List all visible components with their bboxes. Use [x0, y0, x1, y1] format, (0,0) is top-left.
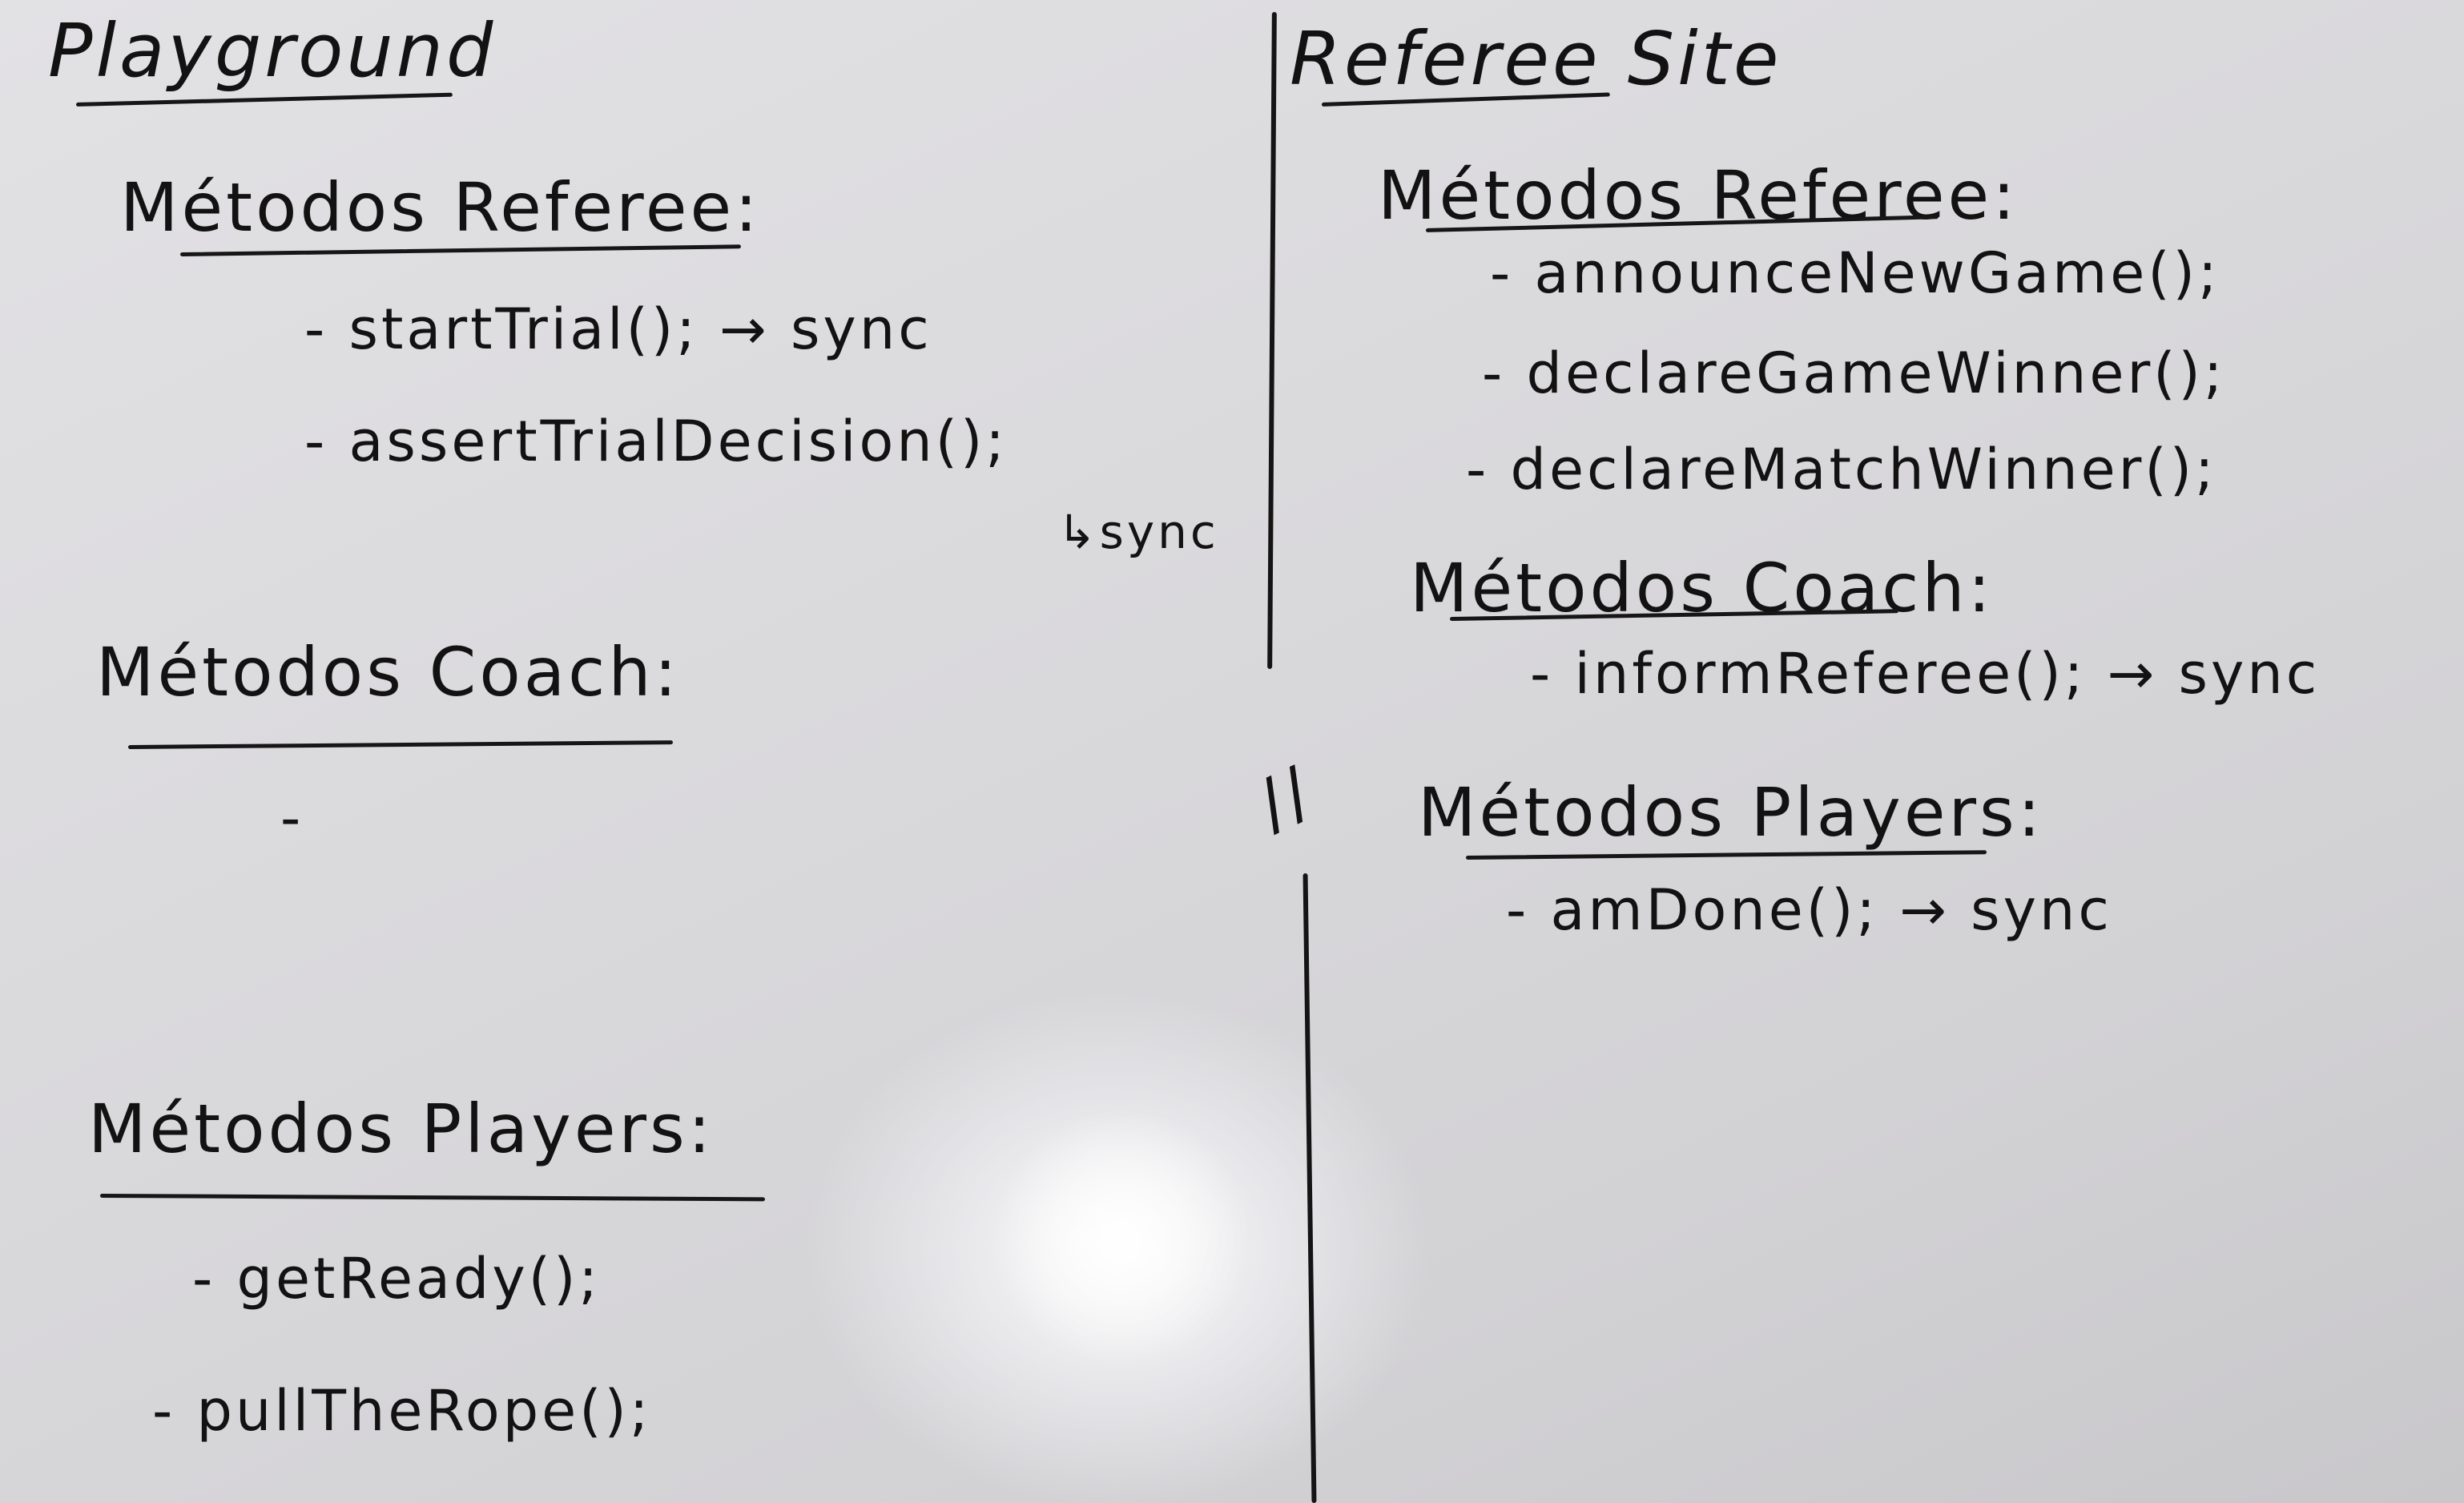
column-divider-bottom: [1302, 872, 1317, 1503]
playground-players-item: - pullTheRope();: [152, 1378, 652, 1444]
referee-site-players-heading: Métodos Players:: [1418, 773, 2044, 852]
playground-coach-item: -: [280, 785, 304, 851]
playground-title-underline: [75, 92, 453, 107]
playground-players-item: - getReady();: [192, 1246, 601, 1312]
playground-players-heading-underline: [99, 1194, 766, 1202]
playground-referee-heading: Métodos Referee:: [120, 168, 761, 247]
playground-referee-note: ↳sync: [1057, 505, 1219, 559]
playground-referee-item: - startTrial(); → sync: [304, 296, 932, 362]
referee-site-referee-item: - declareGameWinner();: [1482, 340, 2226, 406]
column-divider-top: [1267, 11, 1277, 670]
playground-players-heading: Métodos Players:: [88, 1090, 715, 1168]
referee-site-title: Referee Site: [1290, 16, 1782, 102]
referee-site-players-item: - amDone(); → sync: [1506, 877, 2112, 943]
playground-title: Playground: [48, 8, 497, 94]
playground-referee-item: - assertTrialDecision();: [304, 409, 1008, 474]
referee-site-referee-item: - declareMatchWinner();: [1466, 437, 2217, 502]
referee-site-referee-item: - announceNewGame();: [1490, 240, 2220, 306]
playground-coach-heading: Métodos Coach:: [96, 633, 680, 711]
playground-coach-heading-underline: [127, 740, 673, 749]
referee-site-coach-item: - informReferee(); → sync: [1530, 641, 2321, 707]
light-glare: [993, 1106, 1250, 1370]
break-mark: //: [1245, 751, 1326, 844]
